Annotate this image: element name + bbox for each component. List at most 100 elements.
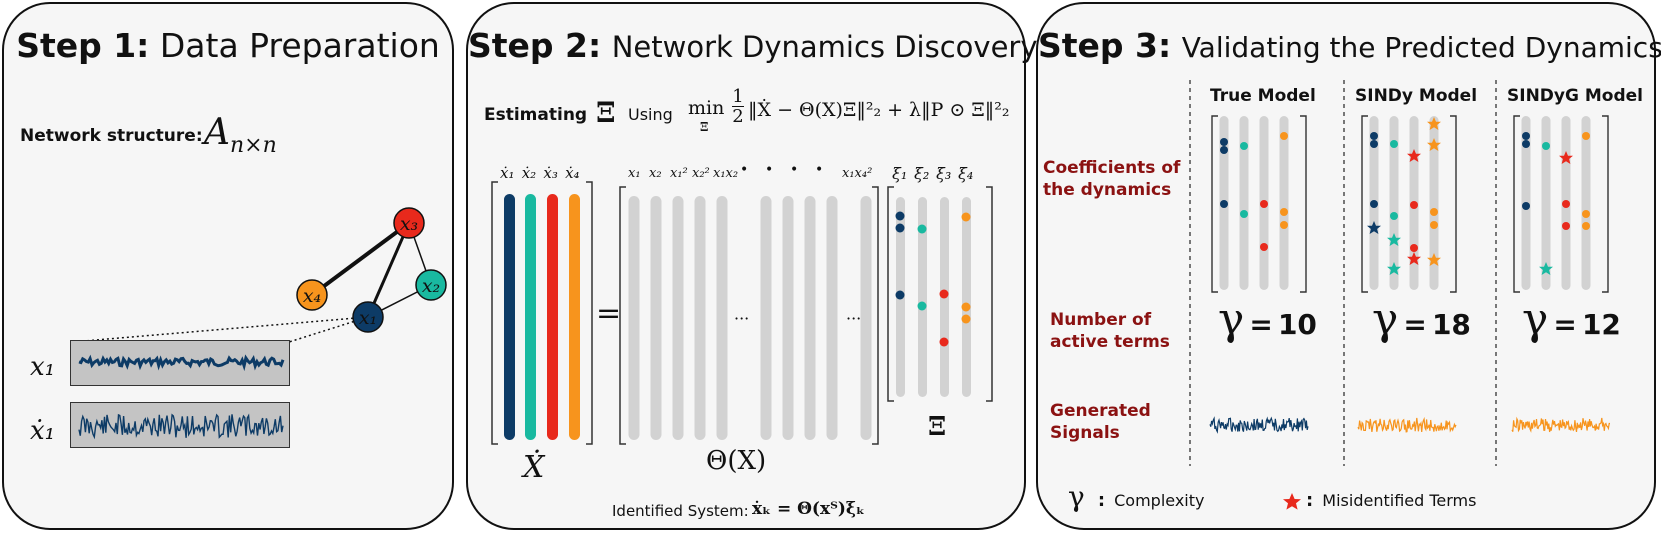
- xi-bracket-right: [986, 186, 993, 402]
- theta-header-3: x₁²: [670, 166, 688, 181]
- misidentified-star-icon: [1407, 149, 1421, 162]
- xi-header-4: ξ₄: [958, 164, 974, 183]
- theta-bar-4: [694, 196, 706, 440]
- node-x1-label: x₁: [359, 307, 377, 329]
- theta-bar-10: [860, 196, 872, 440]
- xdot-header-3: ẋ₃: [543, 164, 558, 182]
- theta-header-10: x₁x₄²: [842, 166, 873, 181]
- theta-bar-3: [672, 196, 684, 440]
- xi-bracket-left: [887, 186, 894, 402]
- theta-header-8: •: [790, 162, 799, 178]
- xdot-matrix-label: Ẋ: [523, 450, 545, 485]
- using-label: Using: [628, 105, 673, 124]
- theta-header-2: x₂: [649, 166, 662, 181]
- model-header-sindy: SINDy Model: [1355, 86, 1478, 106]
- xdot-bracket-right: [586, 181, 593, 445]
- step3-title: Step 3: Validating the Predicted Dynamic…: [1038, 26, 1661, 65]
- node-x3-label: x₃: [400, 213, 418, 235]
- coef-matrix-true: [1211, 115, 1307, 293]
- panel-validating-dynamics: Step 3: Validating the Predicted Dynamic…: [1036, 2, 1661, 530]
- theta-ellipsis-1: ···: [734, 309, 750, 328]
- gamma-true: γ = 10: [1218, 294, 1317, 345]
- objective-function: ‖Ẋ − Θ(X)Ξ‖²₂ + λ‖P ⊙ Ξ‖²₂: [748, 99, 1010, 121]
- row-label-generated-signals: Generated Signals: [1050, 401, 1151, 443]
- gamma-sindyg: γ = 12: [1522, 294, 1621, 345]
- theta-bar-8: [804, 196, 816, 440]
- signal-box-x1: [70, 340, 290, 386]
- xdot-header-1: ẋ₁: [500, 164, 515, 182]
- node-x2-label: x₂: [422, 275, 440, 297]
- model-header-true: True Model: [1210, 86, 1316, 106]
- generated-signal-true: [1209, 416, 1309, 434]
- identified-system-equation: ẋₖ = Θ(xᵀ)ξₖ: [752, 499, 865, 519]
- step1-title: Step 1: Data Preparation: [16, 26, 440, 65]
- model-comparison-graphic: [1189, 80, 1610, 510]
- xdot-bracket-left: [491, 181, 498, 445]
- xdot-bar-3: [547, 194, 558, 440]
- theta-ellipsis-2: ···: [846, 309, 862, 328]
- gamma-sindy: γ = 18: [1372, 294, 1471, 345]
- legend-complexity: γ : Complexity: [1068, 480, 1205, 513]
- misidentified-star-icon: [1387, 262, 1401, 275]
- xdot-header-2: ẋ₂: [521, 164, 537, 182]
- theta-bar-6: [760, 196, 772, 440]
- generated-signal-sindyg: [1511, 416, 1610, 433]
- signal-trace-x1dot: [78, 413, 284, 440]
- node-x3: [393, 207, 425, 239]
- node-x2: [415, 269, 447, 301]
- row-label-active-terms: Number of active terms: [1050, 310, 1170, 352]
- estimating-xi-symbol: Ξ: [596, 96, 616, 129]
- xdot-bar-2: [525, 194, 536, 440]
- misidentified-star-icon: [1427, 253, 1441, 266]
- signal-trace-x1: [78, 354, 285, 372]
- legend-star-icon: [1283, 493, 1301, 510]
- theta-bar-1: [628, 196, 640, 440]
- adjacency-matrix-symbol: An×n: [204, 112, 277, 159]
- misidentified-star-icon: [1427, 138, 1441, 151]
- node-x4-label: x₄: [303, 285, 321, 307]
- row-label-coefficients: Coefficients of the dynamics: [1043, 158, 1181, 200]
- theta-header-9: •: [815, 162, 824, 178]
- theta-bar-2: [650, 196, 662, 440]
- step2-title: Step 2: Network Dynamics Discovery: [468, 26, 1038, 65]
- generated-signal-sindy: [1357, 416, 1457, 433]
- coef-matrix-sindyg: [1513, 115, 1609, 293]
- theta-header-6: •: [740, 162, 749, 178]
- misidentified-star-icon: [1407, 252, 1421, 265]
- misidentified-star-icon: [1539, 262, 1553, 275]
- signal-box-x1dot: [70, 402, 290, 448]
- theta-bar-7: [782, 196, 794, 440]
- misidentified-star-icon: [1387, 233, 1401, 246]
- xi-bar-2: [918, 197, 927, 397]
- signal-label-x1dot: ẋ₁: [30, 416, 56, 446]
- theta-header-7: •: [765, 162, 774, 178]
- panel-data-preparation: Step 1: Data Preparation Network structu…: [2, 2, 454, 530]
- theta-bracket-right: [872, 186, 879, 445]
- legend-misidentified: : Misidentified Terms: [1306, 490, 1477, 511]
- panel-network-dynamics-discovery: Step 2: Network Dynamics Discovery Estim…: [466, 2, 1038, 530]
- model-header-sindyg: SINDyG Model: [1507, 86, 1643, 106]
- xi-coefficients: [895, 211, 971, 347]
- estimating-label: Estimating: [484, 105, 588, 125]
- coef-matrix-sindy: [1361, 115, 1457, 293]
- misidentified-star-icon: [1427, 117, 1441, 130]
- xi-header-3: ξ₃: [936, 164, 952, 183]
- matrix-equation: [491, 181, 993, 445]
- network-structure-label: Network structure:: [20, 126, 203, 146]
- xdot-header-4: ẋ₄: [565, 164, 580, 182]
- xdot-bar-1: [504, 194, 515, 440]
- node-x4: [296, 279, 328, 311]
- identified-system-label: Identified System:: [612, 502, 749, 520]
- xi-header-2: ξ₂: [914, 164, 930, 183]
- legend-gamma-icon: γ: [1068, 480, 1085, 513]
- xi-header-1: ξ₁: [892, 164, 908, 183]
- theta-matrix-label: Θ(X): [706, 446, 767, 476]
- node-x1: [352, 301, 384, 333]
- theta-header-4: x₂²: [692, 166, 710, 181]
- theta-bar-9: [826, 196, 838, 440]
- misidentified-star-icon: [1367, 221, 1381, 234]
- min-operator: min Ξ: [688, 97, 725, 134]
- theta-bar-5: [716, 196, 728, 440]
- equals-sign: =: [596, 296, 622, 331]
